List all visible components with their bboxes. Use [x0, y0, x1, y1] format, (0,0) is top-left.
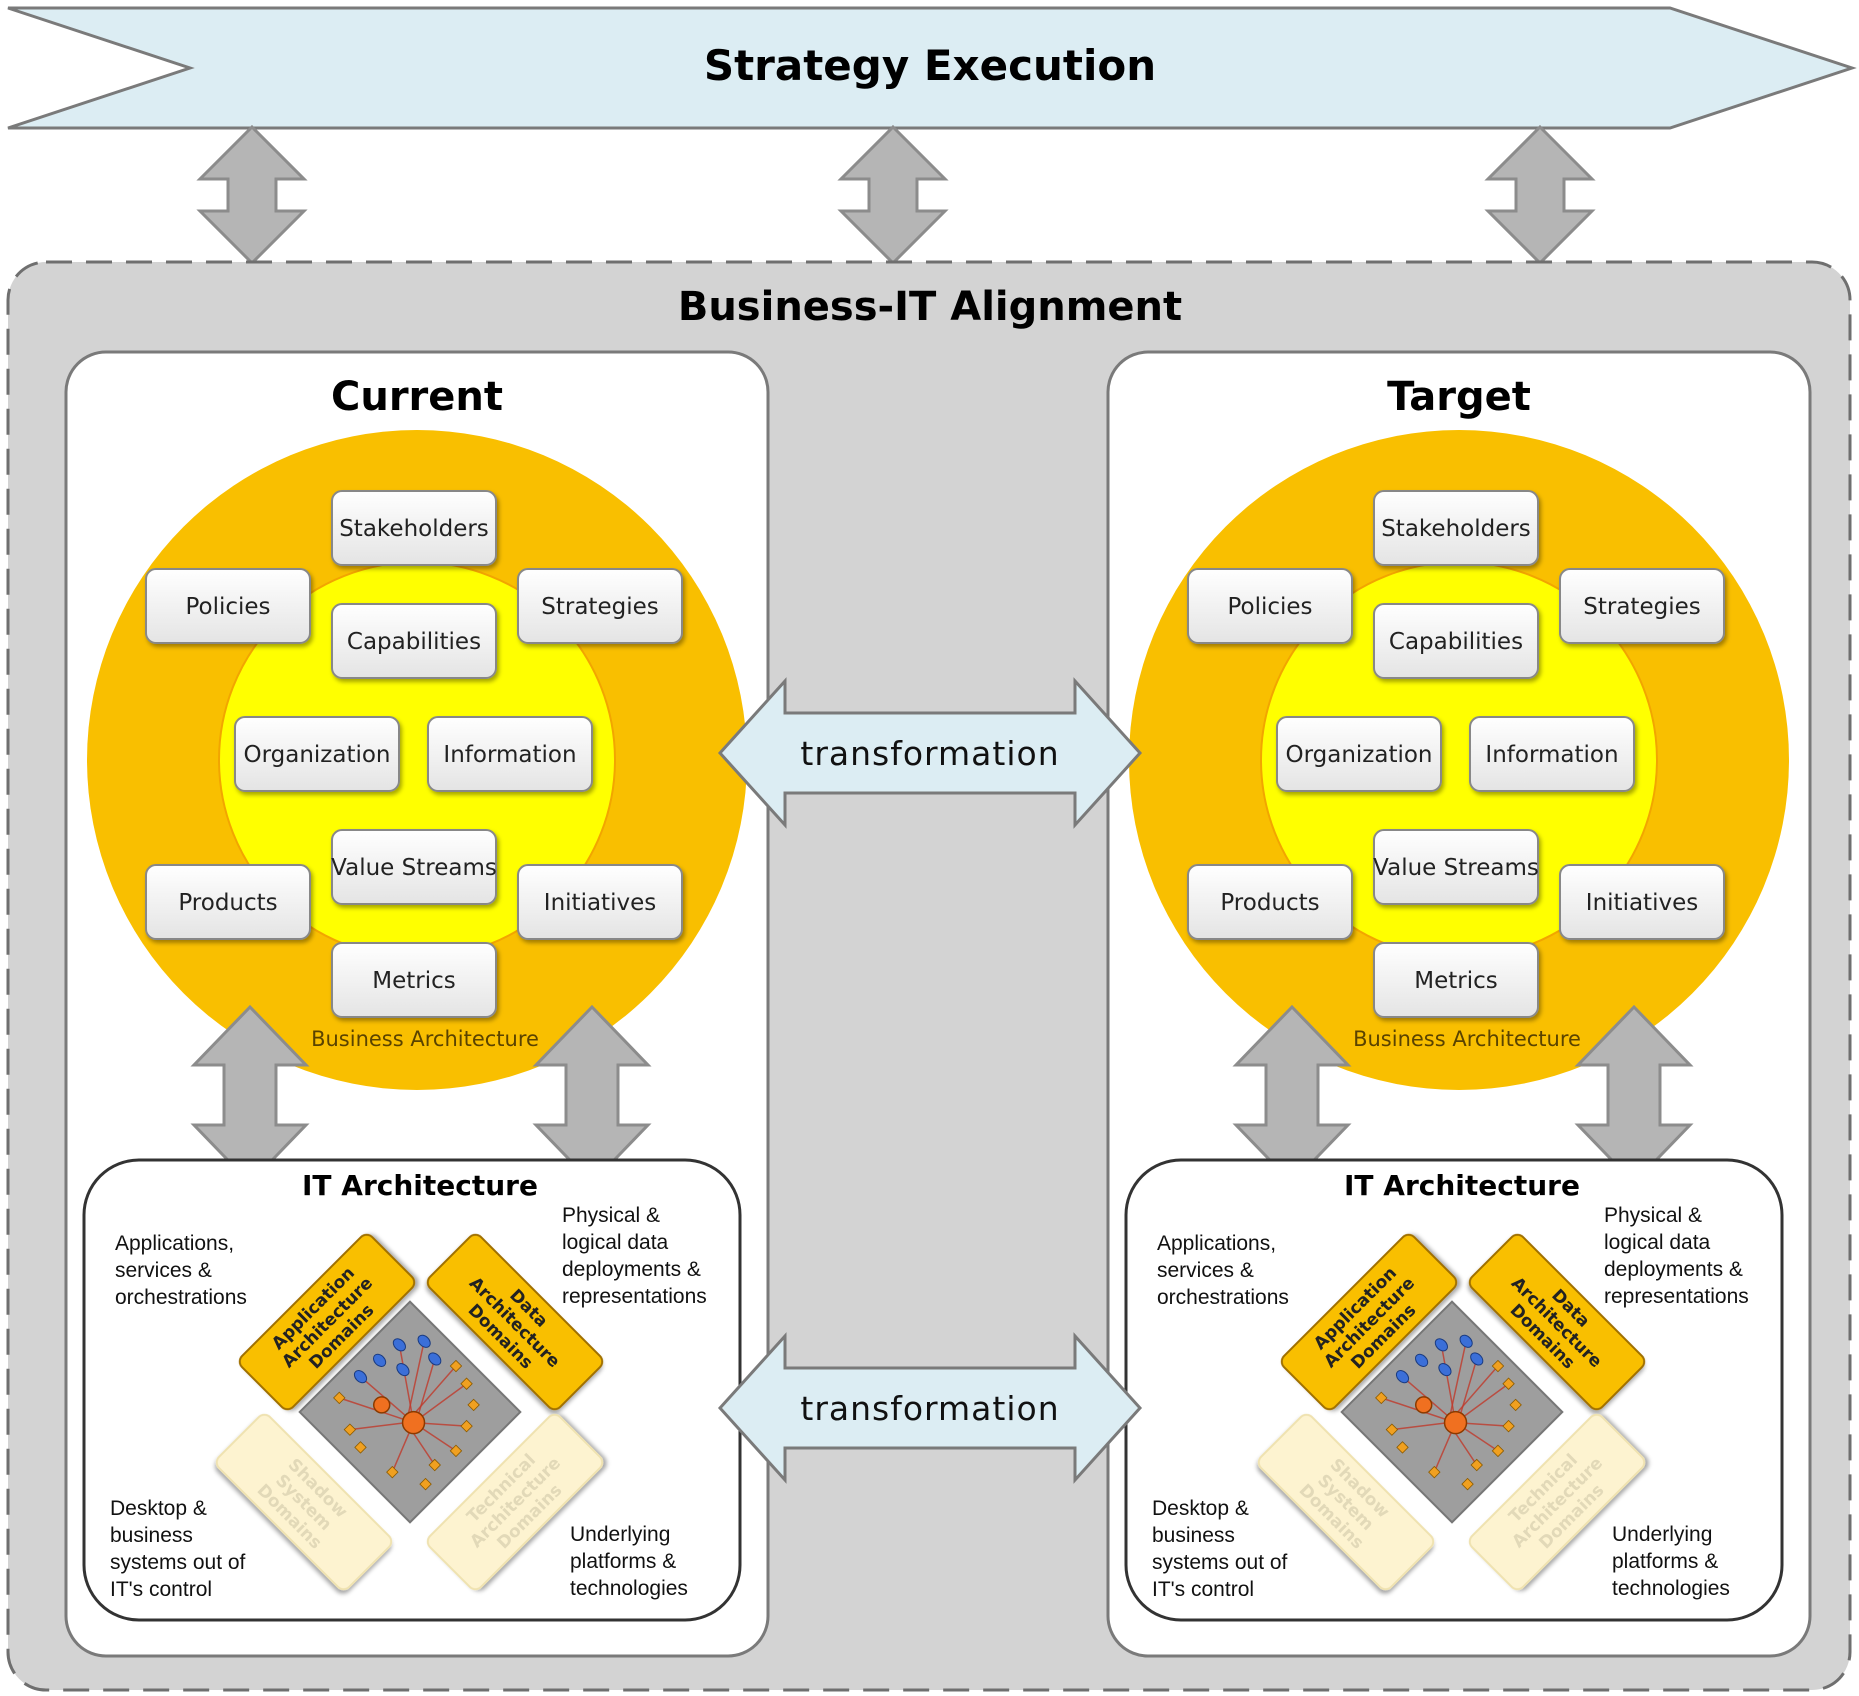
shadow-system-domain: ShadowSystemDomains: [215, 1413, 393, 1591]
architecture-network-image: [1340, 1300, 1564, 1524]
business-item-label: Information: [1485, 742, 1618, 768]
business-item-label: Products: [1220, 890, 1319, 916]
business-item-label: Strategies: [1583, 594, 1700, 620]
transformation-arrow-business: transformation: [718, 679, 1142, 827]
business-item-strategies: Strategies: [1559, 568, 1725, 644]
business-item-label: Initiatives: [1586, 890, 1698, 916]
top-arrow-right: [1486, 125, 1594, 265]
business-item-initiatives: Initiatives: [517, 864, 683, 940]
strategy-execution-banner: Strategy Execution: [7, 6, 1857, 130]
business-item-label: Information: [443, 742, 576, 768]
business-item-label: Policies: [1227, 594, 1312, 620]
business-item-label: Capabilities: [347, 629, 481, 655]
business-item-metrics: Metrics: [1373, 942, 1539, 1018]
it-architecture-title: IT Architecture: [1344, 1169, 1580, 1202]
business-item-label: Value Streams: [331, 855, 497, 881]
business-architecture-label: Business Architecture: [311, 1027, 539, 1051]
business-item-information: Information: [1469, 716, 1635, 792]
business-item-products: Products: [1187, 864, 1353, 940]
business-item-organization: Organization: [234, 716, 400, 792]
business-item-capabilities: Capabilities: [331, 603, 497, 679]
business-item-policies: Policies: [145, 568, 311, 644]
strategy-execution-title: Strategy Execution: [704, 41, 1156, 90]
panel-title: Current: [331, 374, 503, 420]
business-item-label: Stakeholders: [1381, 516, 1531, 542]
business-item-capabilities: Capabilities: [1373, 603, 1539, 679]
business-it-alignment-title: Business-IT Alignment: [678, 284, 1182, 330]
business-item-label: Value Streams: [1373, 855, 1539, 881]
business-item-label: Products: [178, 890, 277, 916]
business-item-label: Initiatives: [544, 890, 656, 916]
business-item-information: Information: [427, 716, 593, 792]
business-item-organization: Organization: [1276, 716, 1442, 792]
business-item-products: Products: [145, 864, 311, 940]
business-item-label: Metrics: [1414, 968, 1498, 994]
transformation-arrow-it: transformation: [718, 1334, 1142, 1482]
business-item-initiatives: Initiatives: [1559, 864, 1725, 940]
business-item-label: Capabilities: [1389, 629, 1523, 655]
business-item-label: Metrics: [372, 968, 456, 994]
business-item-policies: Policies: [1187, 568, 1353, 644]
business-item-label: Organization: [243, 742, 390, 768]
it-architecture-title: IT Architecture: [302, 1169, 538, 1202]
business-item-stakeholders: Stakeholders: [1373, 490, 1539, 566]
business-item-label: Strategies: [541, 594, 658, 620]
transformation-label: transformation: [800, 734, 1059, 773]
it-note-applications: Applications,services &orchestrations: [115, 1232, 247, 1309]
top-arrow-left: [198, 125, 306, 265]
transformation-label: transformation: [800, 1389, 1059, 1428]
business-item-label: Policies: [185, 594, 270, 620]
business-item-label: Stakeholders: [339, 516, 489, 542]
business-item-value-streams: Value Streams: [331, 829, 497, 905]
it-note-applications: Applications,services &orchestrations: [1157, 1232, 1289, 1309]
business-item-value-streams: Value Streams: [1373, 829, 1539, 905]
business-architecture-label: Business Architecture: [1353, 1027, 1581, 1051]
top-arrow-center: [839, 125, 947, 265]
business-item-metrics: Metrics: [331, 942, 497, 1018]
panel-title: Target: [1387, 374, 1531, 420]
business-item-stakeholders: Stakeholders: [331, 490, 497, 566]
business-item-label: Organization: [1285, 742, 1432, 768]
business-item-strategies: Strategies: [517, 568, 683, 644]
architecture-network-image: [298, 1300, 522, 1524]
